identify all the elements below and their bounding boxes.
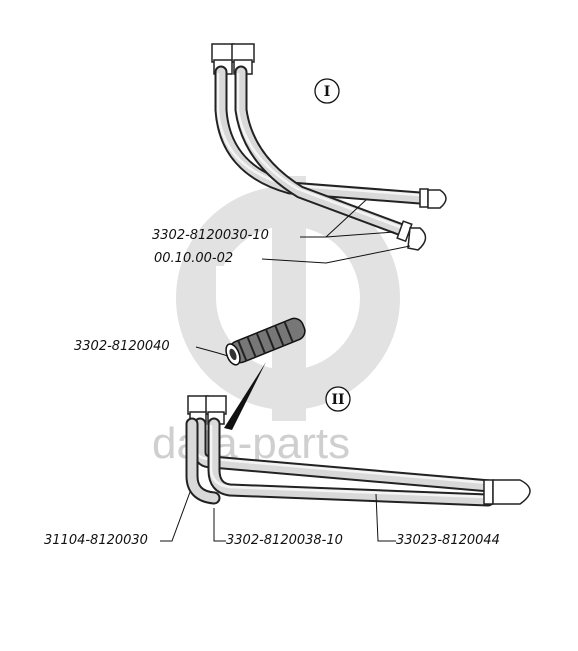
leader-line	[261, 245, 411, 264]
part-label-3302-8120030-10: 3302-8120030-10	[152, 228, 269, 243]
part-label-31104-8120030: 31104-8120030	[44, 533, 148, 548]
section-marker-1	[314, 78, 340, 104]
part-label-3302-8120040: 3302-8120040	[74, 339, 170, 354]
section-marker-2	[325, 386, 351, 412]
part-label-33023-8120044: 33023-8120044	[396, 533, 500, 548]
leader-line	[160, 491, 191, 542]
hose-part	[224, 317, 306, 430]
leader-line	[300, 199, 395, 238]
part-label-00-10-00-02: 00.10.00-02	[154, 251, 233, 266]
section-label-2: II	[331, 392, 344, 408]
leader-line	[213, 508, 226, 542]
assembly-2	[185, 395, 531, 507]
leader-line	[375, 493, 396, 542]
section-label-1: I	[324, 84, 331, 100]
part-label-3302-8120038-10: 3302-8120038-10	[226, 533, 343, 548]
assembly-1	[211, 43, 447, 251]
leader-line	[195, 346, 229, 357]
